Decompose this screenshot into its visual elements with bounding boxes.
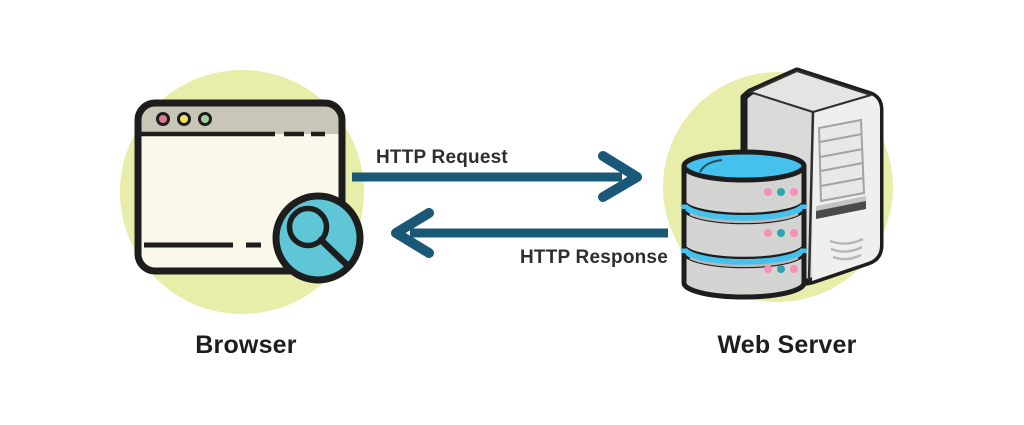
window-dot-yellow bbox=[177, 112, 191, 126]
request-arrow-head bbox=[598, 151, 642, 202]
database-icon bbox=[680, 149, 808, 300]
database-band-2 bbox=[680, 243, 808, 269]
browser-titlebar bbox=[138, 103, 342, 134]
database-band-1 bbox=[680, 199, 808, 225]
tower-drive-slot bbox=[816, 196, 866, 219]
browser-window-outline bbox=[134, 99, 346, 275]
database-led-lights bbox=[764, 188, 798, 273]
browser-node bbox=[120, 70, 364, 314]
database-top-detail bbox=[699, 159, 723, 173]
response-arrow-head bbox=[391, 208, 434, 258]
http-request-label: HTTP Request bbox=[376, 147, 508, 168]
magnifier-handle bbox=[317, 236, 351, 269]
database-top bbox=[681, 149, 807, 183]
tower-bottom-vents bbox=[829, 237, 864, 261]
search-icon bbox=[272, 192, 364, 284]
magnifier-lens bbox=[286, 205, 330, 249]
server-label: Web Server bbox=[717, 331, 856, 359]
server-node bbox=[663, 67, 893, 302]
http-response-label: HTTP Response bbox=[520, 247, 668, 268]
http-request-arrow: HTTP Request bbox=[352, 147, 642, 202]
window-control-dots bbox=[156, 112, 212, 126]
tower-vent-panel bbox=[817, 118, 866, 203]
http-response-arrow: HTTP Response bbox=[391, 208, 668, 268]
tower-top-face bbox=[749, 70, 872, 113]
browser-label: Browser bbox=[195, 331, 297, 359]
window-dot-red bbox=[156, 112, 170, 126]
tower-edge-line bbox=[807, 111, 815, 281]
database-body bbox=[681, 166, 807, 300]
window-dot-green bbox=[198, 112, 212, 126]
